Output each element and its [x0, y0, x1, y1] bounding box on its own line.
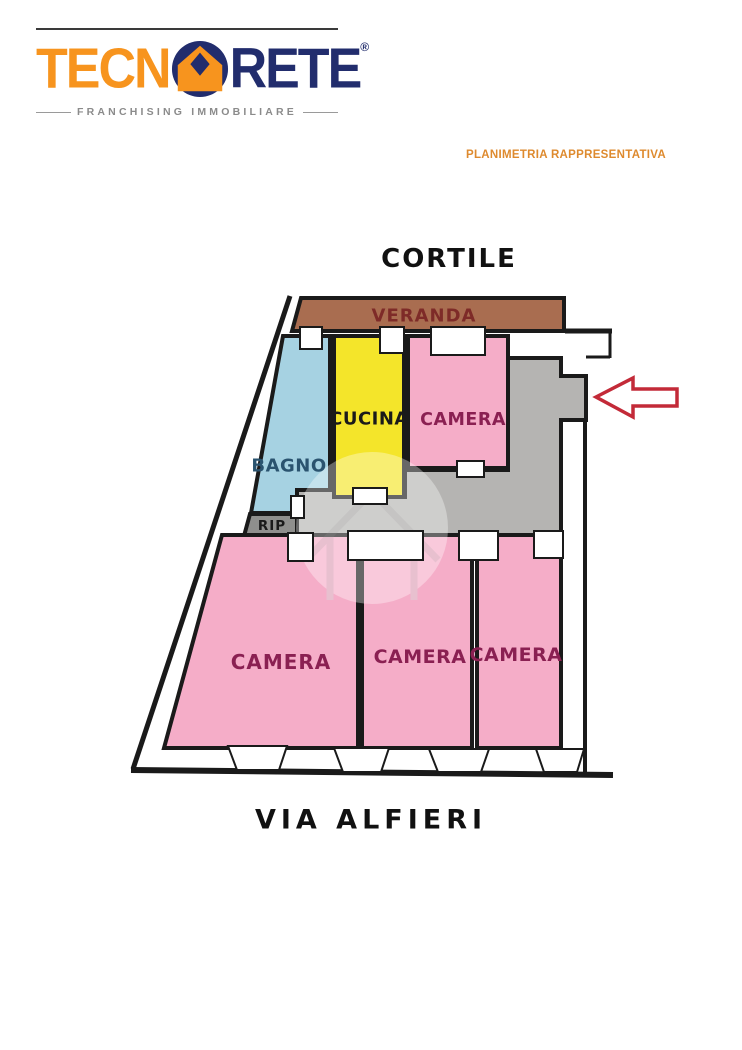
camera-left-middle-doors [347, 530, 424, 561]
tecnorete-house-icon [171, 40, 228, 98]
camera-right-room [475, 533, 563, 750]
tagline-right-rule [303, 111, 339, 113]
window-4 [534, 748, 586, 773]
veranda-room [289, 296, 566, 333]
camera-left-door [287, 532, 314, 562]
camera-right-door [533, 530, 564, 559]
logo-top-rule [36, 28, 338, 30]
camera-middle-right-doors [458, 530, 499, 561]
watermark-circle [296, 452, 448, 604]
street-label: VIA ALFIERI [255, 805, 487, 836]
door-openings [287, 326, 564, 562]
tecnorete-logo: TECN RETE ® FRANCHISING IMMOBILIARE [36, 28, 369, 118]
camera-middle-label: CAMERA [374, 646, 467, 668]
bagno-label: BAGNO [251, 456, 326, 477]
street-windows [226, 745, 586, 773]
logo-tagline: FRANCHISING IMMOBILIARE [36, 106, 339, 118]
logo-text-rete: RETE [229, 37, 363, 101]
bagno-corridor-door [290, 495, 305, 519]
cucina-corridor-door [352, 487, 388, 505]
camera-right-label: CAMERA [470, 644, 563, 666]
left-exterior-wall [130, 295, 293, 770]
camera-left-label: CAMERA [231, 650, 332, 674]
camera-top-veranda-door [430, 326, 486, 356]
logo-wordmark: TECN RETE ® [36, 37, 369, 101]
veranda-label: VERANDA [372, 306, 477, 327]
tagline-left-rule [36, 111, 71, 113]
logo-text-tecn: TECN [36, 37, 172, 101]
cortile-label: CORTILE [381, 244, 517, 274]
window-3 [427, 748, 491, 773]
cucina-label: CUCINA [329, 409, 409, 430]
plan-subtitle: PLANIMETRIA RAPPRESENTATIVA [466, 149, 666, 161]
entrance-arrow-icon [592, 375, 679, 420]
registered-mark-icon: ® [360, 40, 370, 54]
camera-top-label: CAMERA [420, 410, 506, 430]
window-1 [226, 745, 289, 771]
rip-label: RIP [258, 518, 286, 534]
tecnorete-watermark [296, 452, 448, 604]
camera-top-corridor-door [456, 460, 485, 478]
cucina-veranda-door [379, 326, 405, 354]
tagline-text: FRANCHISING IMMOBILIARE [77, 106, 298, 118]
window-2 [332, 747, 391, 773]
bagno-veranda-door [299, 326, 323, 350]
